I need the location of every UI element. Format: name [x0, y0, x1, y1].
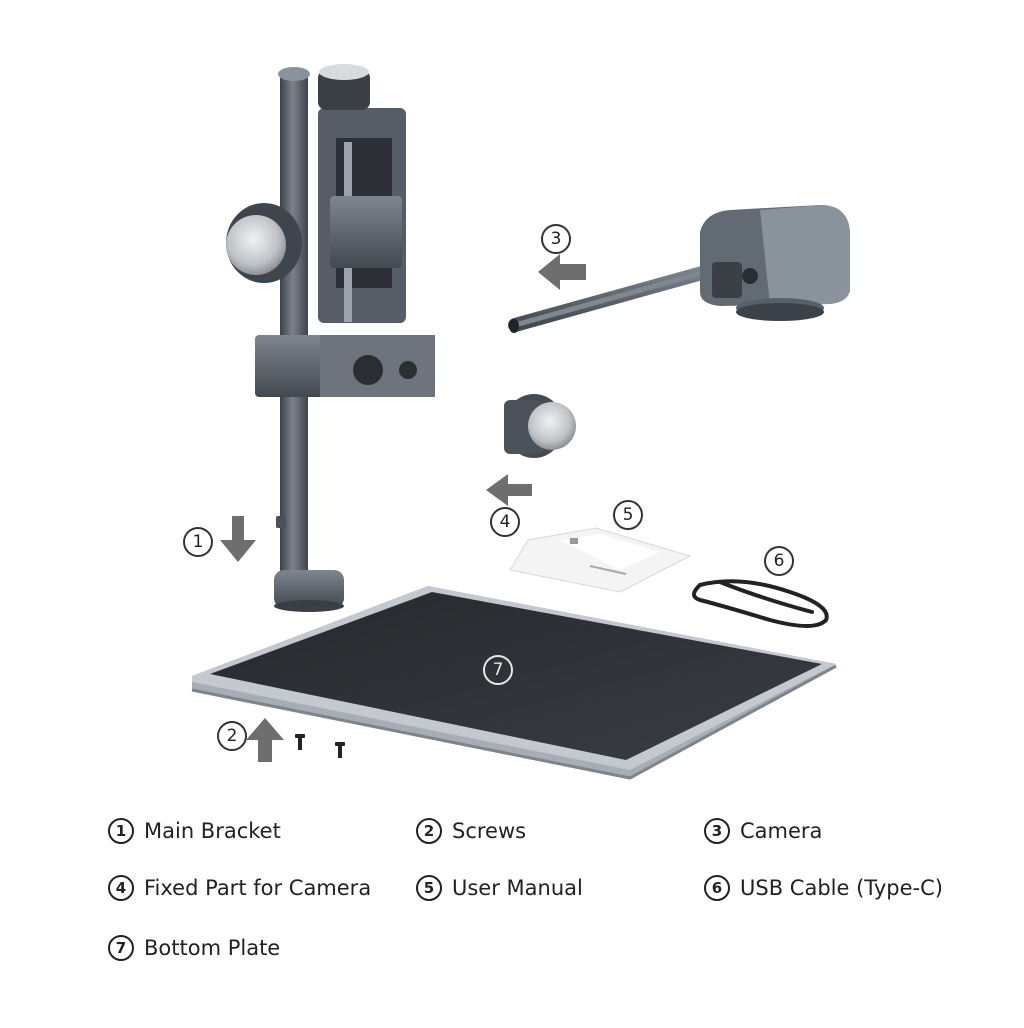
fixed-part-for-camera — [504, 394, 576, 458]
legend-label: USB Cable (Type-C) — [740, 876, 943, 900]
arrow-left-icon — [486, 474, 532, 506]
user-manual — [509, 527, 692, 593]
legend-label: Fixed Part for Camera — [144, 876, 372, 900]
legend-number: 7 — [108, 935, 134, 961]
main-bracket — [226, 64, 435, 612]
legend-item: 1 Main Bracket — [108, 814, 281, 848]
usb-cable — [692, 579, 829, 628]
legend-label: Camera — [740, 819, 823, 843]
callout-fixed-part: 4 — [490, 507, 520, 537]
arrows — [220, 254, 586, 762]
bottom-plate — [191, 586, 837, 780]
callout-usb-cable: 6 — [764, 546, 794, 576]
screws — [295, 734, 345, 758]
legend-label: Screws — [452, 819, 527, 843]
legend-number: 3 — [704, 818, 730, 844]
legend-item: 4 Fixed Part for Camera — [108, 871, 371, 905]
legend-number: 5 — [416, 875, 442, 901]
legend-label: Main Bracket — [144, 819, 281, 843]
legend-number: 2 — [416, 818, 442, 844]
callout-main-bracket: 1 — [183, 527, 213, 557]
legend-label: Bottom Plate — [144, 936, 281, 960]
callout-user-manual: 5 — [613, 500, 643, 530]
camera — [508, 205, 850, 333]
callout-bottom-plate: 7 — [483, 655, 513, 685]
legend-item: 2 Screws — [416, 814, 526, 848]
legend-item: 5 User Manual — [416, 871, 583, 905]
callout-camera: 3 — [541, 224, 571, 254]
legend-label: User Manual — [452, 876, 583, 900]
callout-screws: 2 — [217, 721, 247, 751]
legend-item: 3 Camera — [704, 814, 822, 848]
legend-number: 1 — [108, 818, 134, 844]
legend-number: 4 — [108, 875, 134, 901]
arrow-left-icon — [538, 254, 586, 290]
legend-item: 6 USB Cable (Type-C) — [704, 871, 943, 905]
legend-number: 6 — [704, 875, 730, 901]
legend-item: 7 Bottom Plate — [108, 931, 280, 965]
arrow-down-icon — [220, 516, 256, 562]
arrow-up-icon — [246, 718, 284, 762]
